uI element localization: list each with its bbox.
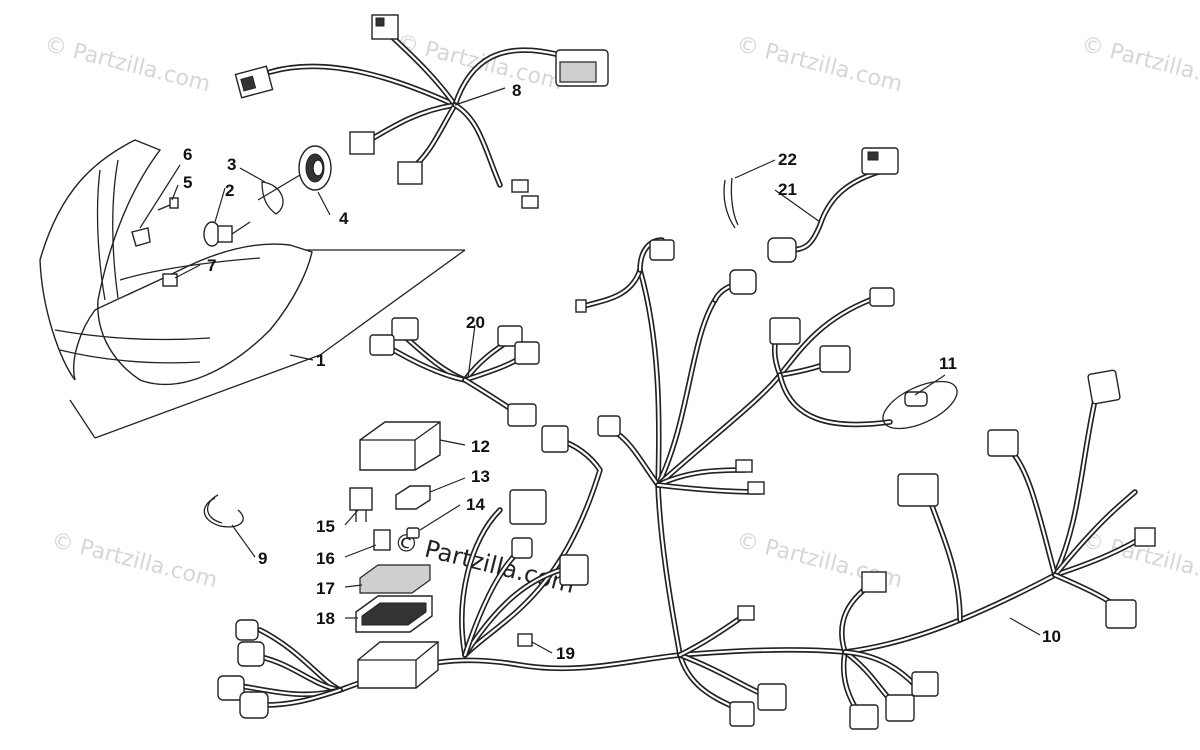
clip-3 xyxy=(261,181,284,215)
clip-7 xyxy=(162,273,178,287)
callout-8: 8 xyxy=(512,81,522,100)
clip-22 xyxy=(723,177,739,229)
diode-16 xyxy=(373,529,391,551)
sensor-21 xyxy=(767,147,899,263)
callout-10: 10 xyxy=(1042,627,1061,646)
main-harness-10 xyxy=(237,237,1156,730)
relay-15 xyxy=(349,487,373,522)
callout-3: 3 xyxy=(227,155,237,174)
callout-14: 14 xyxy=(466,495,485,514)
callout-15: 15 xyxy=(316,517,335,536)
callout-6: 6 xyxy=(183,145,193,164)
callout-13: 13 xyxy=(471,467,490,486)
cover-11 xyxy=(882,380,958,430)
callout-16: 16 xyxy=(316,549,335,568)
callout-19: 19 xyxy=(556,644,575,663)
ring-9 xyxy=(203,494,244,528)
callout-7: 7 xyxy=(207,256,217,275)
fuse-box-base xyxy=(357,641,439,689)
leader-lines xyxy=(139,87,1041,654)
callout-22: 22 xyxy=(778,150,797,169)
callout-5: 5 xyxy=(183,173,193,192)
callout-12: 12 xyxy=(471,437,490,456)
callout-21: 21 xyxy=(778,180,797,199)
cover-18 xyxy=(355,595,433,633)
fuse-label-17 xyxy=(359,564,431,594)
callout-2: 2 xyxy=(225,181,235,200)
boot-4 xyxy=(257,145,332,201)
harness-20 xyxy=(369,317,540,427)
callout-11: 11 xyxy=(939,354,957,373)
headlight-assembly xyxy=(39,139,466,439)
relay-19 xyxy=(517,633,533,647)
callout-18: 18 xyxy=(316,609,335,628)
callout-9: 9 xyxy=(258,549,268,568)
callout-20: 20 xyxy=(466,313,485,332)
fuse-14 xyxy=(406,527,420,539)
harness-8 xyxy=(234,14,609,209)
socket-6 xyxy=(131,227,151,247)
bulb-2 xyxy=(203,221,251,247)
relay-13 xyxy=(395,485,431,510)
screw-5 xyxy=(157,197,179,211)
callout-4: 4 xyxy=(339,209,349,228)
callout-1: 1 xyxy=(316,351,326,370)
left-connectors xyxy=(217,619,269,719)
relay-box-12 xyxy=(359,421,441,471)
callout-17: 17 xyxy=(316,579,335,598)
